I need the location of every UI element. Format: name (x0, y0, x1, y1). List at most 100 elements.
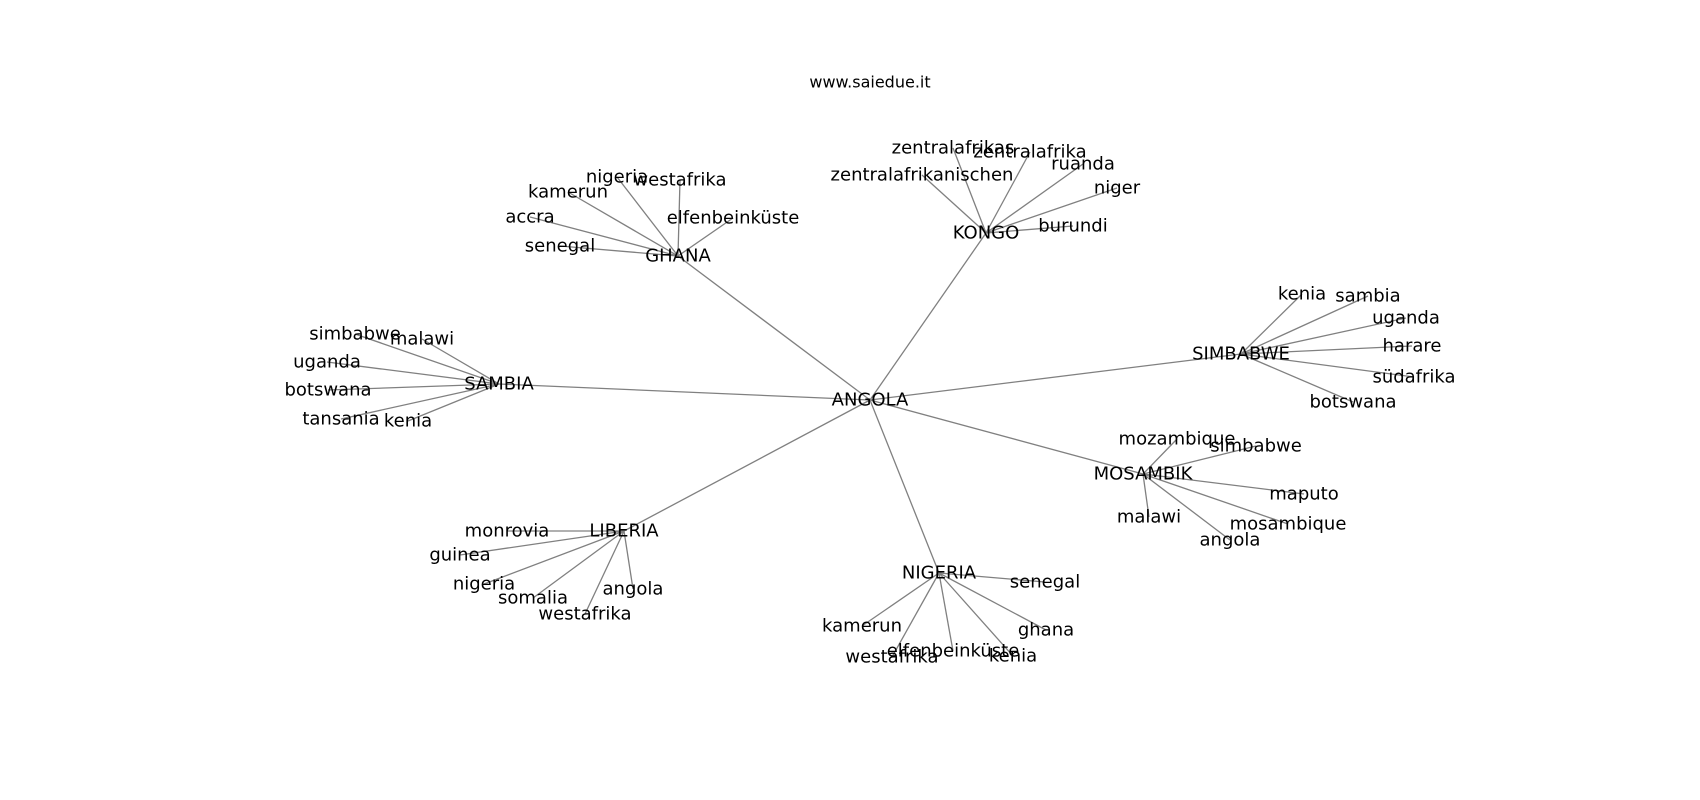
edge-nigeria-leaf (938, 572, 954, 652)
edge-nigeria-leaf (861, 572, 940, 627)
edge-ghana-leaf (616, 176, 679, 257)
edge-kongo-leaf (985, 151, 1031, 234)
leaf-node-label: westafrika (845, 647, 938, 668)
leaf-node-label: elfenbeinküste (667, 208, 800, 229)
leaf-node-label: simbabwe (309, 324, 401, 345)
edge-sambia-leaf (407, 383, 500, 422)
leaf-node-label: malawi (1117, 507, 1181, 528)
edge-sambia-leaf (340, 383, 500, 420)
leaf-node-label: tansania (302, 409, 379, 430)
hub-node-liberia: LIBERIA (589, 521, 659, 542)
edge-nigeria-leaf (938, 572, 1047, 631)
leaf-node-label: guinea (429, 545, 490, 566)
edge-kongo-leaf (985, 187, 1118, 234)
edges (326, 147, 1415, 658)
leaf-node-label: kamerun (822, 616, 902, 637)
leaf-node-label: mozambique (1119, 429, 1236, 450)
edge-angola-kongo (869, 232, 987, 401)
edge-ghana-leaf (559, 245, 679, 257)
edge-mosambik-leaf (1142, 473, 1289, 525)
leaf-node-label: ghana (1018, 620, 1074, 641)
leaf-node-label: angola (1200, 530, 1261, 551)
edge-liberia-leaf (532, 530, 625, 599)
leaf-node-label: kenia (384, 411, 432, 432)
hub-node-nigeria: NIGERIA (902, 563, 977, 584)
edge-sambia-leaf (326, 361, 500, 385)
edge-liberia-leaf (483, 530, 625, 585)
edge-kongo-leaf (952, 147, 987, 234)
edge-liberia-leaf (623, 530, 634, 590)
node-labels: senegalaccrakamerunnigeriawestafrikaelfe… (284, 138, 1455, 668)
hub-node-ghana: GHANA (645, 246, 711, 267)
leaf-node-label: botswana (1309, 392, 1396, 413)
edge-simbabwe-leaf (1240, 353, 1354, 403)
leaf-node-label: maputo (1269, 484, 1338, 505)
leaf-node-label: monrovia (465, 521, 550, 542)
edge-angola-sambia (498, 383, 871, 401)
leaf-node-label: kenia (989, 646, 1037, 667)
leaf-node-label: elfenbeinküste (887, 641, 1020, 662)
leaf-node-label: niger (1094, 178, 1141, 199)
leaf-node-label: nigeria (453, 574, 515, 595)
edge-mosambik-leaf (1142, 473, 1150, 518)
edge-sambia-leaf (354, 333, 500, 385)
leaf-node-label: somalia (498, 588, 568, 609)
hub-node-mosambik: MOSAMBIK (1094, 464, 1194, 485)
leaf-node-label: uganda (293, 352, 361, 373)
edge-sambia-leaf (421, 338, 500, 385)
edge-mosambik-leaf (1142, 438, 1178, 475)
edge-nigeria-leaf (938, 572, 1014, 657)
edge-ghana-leaf (567, 191, 679, 257)
edge-simbabwe-leaf (1240, 345, 1413, 355)
edge-angola-liberia (623, 399, 871, 532)
leaf-node-label: burundi (1038, 216, 1107, 237)
leaf-node-label: kamerun (528, 182, 608, 203)
edge-mosambik-leaf (1142, 445, 1257, 475)
leaf-node-label: ruanda (1051, 154, 1115, 175)
edge-ghana-leaf (677, 217, 734, 257)
edge-ghana-leaf (529, 216, 679, 257)
edge-angola-mosambik (869, 399, 1144, 475)
leaf-node-label: harare (1383, 336, 1442, 357)
leaf-node-label: senegal (525, 236, 595, 257)
edge-sambia-leaf (327, 383, 500, 391)
edge-angola-nigeria (869, 399, 940, 574)
leaf-node-label: südafrika (1372, 367, 1455, 388)
leaf-node-label: sambia (1335, 286, 1400, 307)
leaf-node-label: angola (603, 579, 664, 600)
leaf-node-label: mosambique (1230, 514, 1347, 535)
leaf-node-label: westafrika (633, 170, 726, 191)
hub-node-sambia: SAMBIA (464, 374, 534, 395)
root-node-angola: ANGOLA (832, 390, 909, 411)
hub-node-simbabwe: SIMBABWE (1192, 344, 1290, 365)
leaf-node-label: simbabwe (1210, 436, 1302, 457)
leaf-node-label: zentralafrika (973, 142, 1086, 163)
leaf-node-label: nigeria (586, 167, 648, 188)
leaf-node-label: uganda (1372, 308, 1440, 329)
site-label: www.saiedue.it (809, 73, 930, 92)
leaf-node-label: zentralafrikanischen (831, 165, 1014, 186)
edge-mosambik-leaf (1142, 473, 1305, 495)
leaf-node-label: botswana (284, 380, 371, 401)
edge-liberia-leaf (459, 530, 625, 556)
edge-angola-simbabwe (869, 353, 1242, 401)
edge-mosambik-leaf (1142, 473, 1231, 541)
edge-simbabwe-leaf (1240, 295, 1369, 355)
edge-kongo-leaf (921, 174, 987, 234)
edge-simbabwe-leaf (1240, 353, 1415, 378)
leaf-node-label: malawi (390, 329, 454, 350)
edge-angola-ghana (677, 255, 871, 401)
edge-simbabwe-leaf (1240, 317, 1407, 355)
edge-ghana-leaf (677, 179, 681, 257)
leaf-node-label: zentralafrikas (892, 138, 1015, 159)
leaf-node-label: accra (505, 207, 554, 228)
edge-simbabwe-leaf (1240, 293, 1303, 355)
edge-nigeria-leaf (938, 572, 1046, 583)
edge-kongo-leaf (985, 163, 1084, 234)
edge-kongo-leaf (985, 225, 1074, 234)
edge-nigeria-leaf (891, 572, 940, 658)
leaf-node-label: westafrika (538, 604, 631, 625)
hub-node-kongo: KONGO (953, 223, 1020, 244)
edge-liberia-leaf (584, 530, 625, 615)
